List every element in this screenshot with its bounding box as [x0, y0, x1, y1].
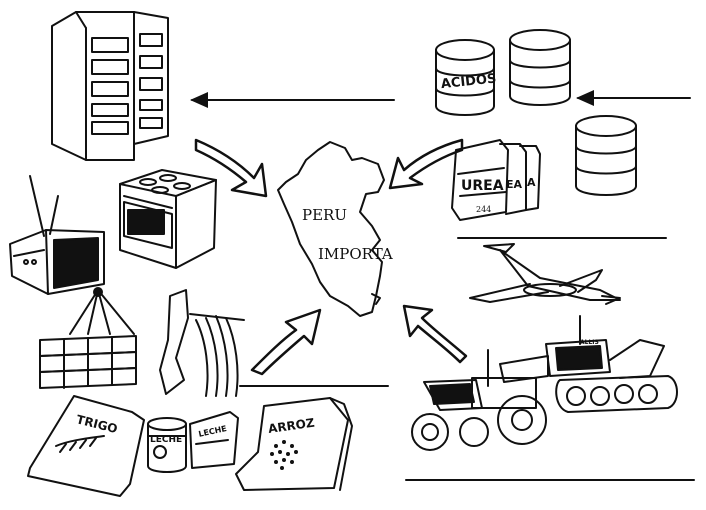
label-leche-box: LECHE	[198, 424, 228, 439]
airplane	[469, 243, 621, 305]
bulldozer	[499, 315, 678, 413]
arrow-from-top-left	[194, 138, 268, 198]
label-urea-small: 244	[476, 205, 491, 214]
label-urea-partial-1: EA	[506, 178, 523, 191]
arrow-from-bottom-right	[402, 304, 468, 364]
label-leche: LECHE	[150, 435, 182, 445]
barrel-2	[509, 29, 571, 106]
refrigerator	[51, 11, 169, 161]
barrel-3	[575, 115, 637, 196]
arroz-sack	[235, 397, 353, 491]
stove	[119, 169, 217, 269]
label-urea-partial-2: A	[527, 176, 536, 189]
label-trigo: TRIGO	[75, 412, 119, 436]
barrel-acidos	[435, 39, 495, 116]
trigo-sack	[27, 395, 145, 497]
peru-map	[277, 141, 385, 317]
hanging-meat	[159, 289, 245, 397]
leche-box	[189, 411, 239, 469]
television	[9, 175, 105, 295]
stacked-sacks	[39, 287, 137, 389]
label-tractor-brand: ALLIS	[580, 339, 599, 346]
label-urea: UREA	[461, 178, 504, 194]
map-label-importa: IMPORTA	[318, 245, 393, 263]
leche-can	[147, 417, 187, 473]
arrow-from-bottom-left	[250, 308, 322, 376]
label-acidos: ACIDOS	[440, 71, 497, 92]
tractor	[411, 349, 547, 451]
label-arroz: ARROZ	[267, 416, 315, 436]
arrow-from-top-right	[388, 138, 464, 190]
urea-sacks	[451, 139, 541, 221]
map-label-peru: PERU	[302, 206, 347, 224]
